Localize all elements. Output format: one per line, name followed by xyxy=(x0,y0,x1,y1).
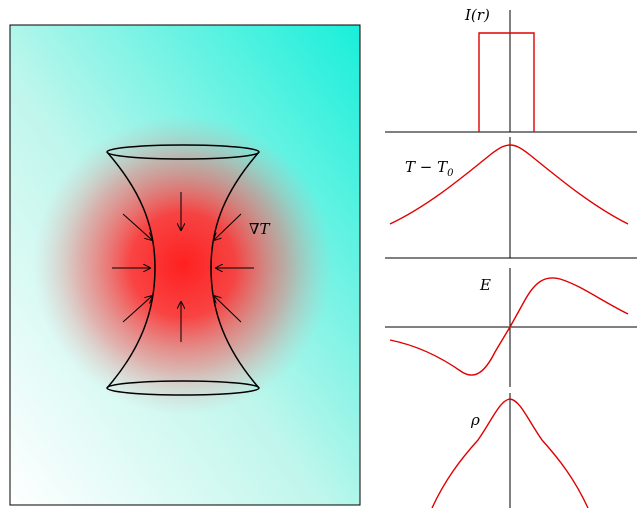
arrow-upper-left xyxy=(122,213,152,240)
intensity-curve xyxy=(478,32,535,132)
temperature-curve xyxy=(389,144,629,225)
temperature-label: T − T0 xyxy=(405,158,454,179)
beam-panel: ∇T xyxy=(9,24,361,506)
field-curve xyxy=(389,277,629,376)
intensity-label: I(r) xyxy=(464,6,490,24)
gradient-label: ∇T xyxy=(249,220,270,238)
density-curve xyxy=(431,398,589,508)
gradient-arrows xyxy=(112,192,254,342)
profile-graphs: I(r) T − T0 E ρ xyxy=(385,6,637,508)
temperature-label-main: T − T xyxy=(405,158,448,176)
beam-waist-shape xyxy=(106,144,260,396)
density-label: ρ xyxy=(470,411,480,429)
axes xyxy=(385,10,637,508)
temperature-label-subscript: 0 xyxy=(447,168,454,179)
curves xyxy=(389,32,629,508)
arrow-lower-right xyxy=(214,296,242,323)
arrow-upper-right xyxy=(214,213,242,240)
field-label: E xyxy=(479,276,491,294)
arrow-lower-left xyxy=(122,296,152,323)
hot-spot xyxy=(33,115,333,415)
